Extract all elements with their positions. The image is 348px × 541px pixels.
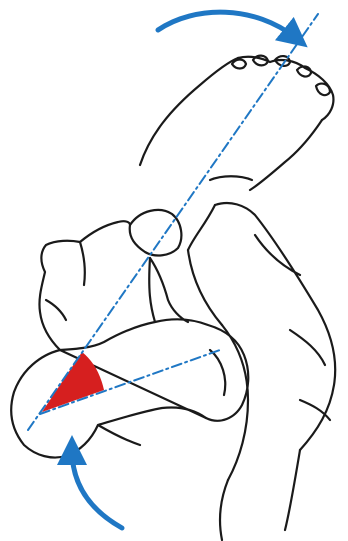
rotation-arrows	[72, 12, 296, 528]
leg-outline	[188, 203, 335, 540]
rotation-arrow-icon	[72, 450, 122, 528]
rotation-arrow-icon	[158, 12, 296, 38]
tarsal-bones	[39, 221, 188, 350]
calcaneus-bone	[11, 319, 248, 457]
axis-lines	[28, 14, 318, 430]
foot-outline	[140, 56, 333, 190]
